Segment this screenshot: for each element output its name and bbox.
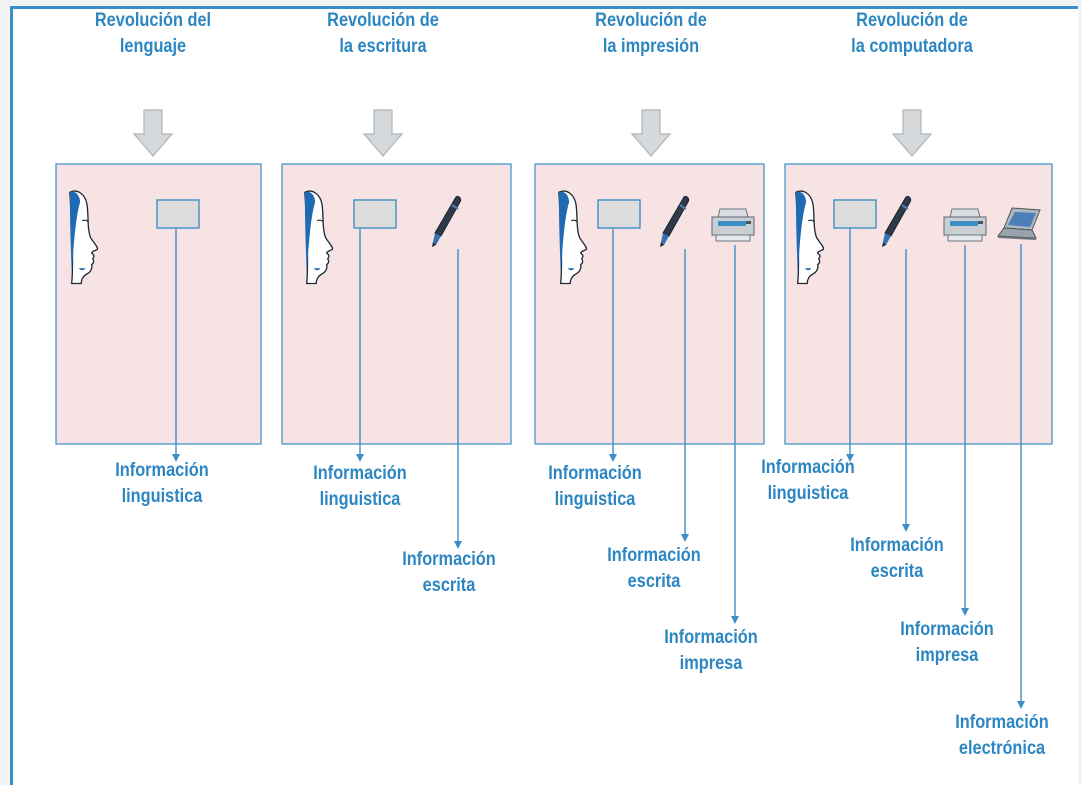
output-label-line: linguistica — [554, 489, 636, 510]
printer-icon — [943, 208, 987, 242]
revolution-title-line: Revolución de — [595, 10, 707, 31]
output-label-line: Información — [664, 627, 758, 648]
revolution-title: Revolución del lenguaje — [58, 8, 247, 60]
output-label-line: impresa — [679, 653, 743, 674]
output-label-line: linguistica — [319, 489, 401, 510]
down-arrow-icon — [132, 109, 174, 157]
rectangle-icon — [353, 199, 397, 229]
output-label-line: Información — [850, 535, 944, 556]
output-label-line: Información — [900, 619, 994, 640]
output-label-escrita: Información escrita — [372, 547, 527, 599]
rectangle-icon — [833, 199, 877, 229]
revolution-title-line: la escritura — [339, 36, 427, 57]
output-label-linguistica: Información linguistica — [283, 461, 438, 513]
revolution-title-line: la computadora — [851, 36, 973, 57]
revolution-title: Revolución de la computadora — [817, 8, 1006, 60]
output-label-line: Información — [761, 457, 855, 478]
down-arrow-icon — [630, 109, 672, 157]
output-label-electronica: Información electrónica — [925, 710, 1080, 762]
revolution-title-line: Revolución del — [94, 10, 212, 31]
revolution-title: Revolución de la escritura — [288, 8, 477, 60]
rectangle-icon — [597, 199, 641, 229]
output-label-line: Información — [955, 712, 1049, 733]
printer-icon — [711, 208, 755, 242]
output-label-line: Información — [548, 463, 642, 484]
output-label-line: escrita — [870, 561, 924, 582]
revolution-title-line: la impresión — [602, 36, 700, 57]
output-label-line: Información — [115, 460, 209, 481]
output-label-escrita: Información escrita — [820, 533, 975, 585]
output-label-impresa: Información impresa — [870, 617, 1025, 669]
revolution-title-line: Revolución de — [327, 10, 439, 31]
output-label-line: escrita — [627, 571, 681, 592]
output-label-line: electrónica — [958, 738, 1046, 759]
output-label-line: impresa — [915, 645, 979, 666]
output-label-linguistica: Información linguistica — [518, 461, 673, 513]
output-label-linguistica: Información linguistica — [731, 455, 886, 507]
output-label-line: linguistica — [767, 483, 849, 504]
output-label-line: escrita — [422, 575, 476, 596]
down-arrow-icon — [362, 109, 404, 157]
revolution-title: Revolución de la impresión — [556, 8, 745, 60]
output-label-line: Información — [402, 549, 496, 570]
revolution-title-line: lenguaje — [119, 36, 187, 57]
rectangle-icon — [156, 199, 200, 229]
output-label-linguistica: Información linguistica — [85, 458, 240, 510]
output-label-line: Información — [313, 463, 407, 484]
revolution-panel — [784, 163, 1053, 445]
output-label-escrita: Información escrita — [577, 543, 732, 595]
down-arrow-icon — [891, 109, 933, 157]
output-label-impresa: Información impresa — [634, 625, 789, 677]
output-label-line: Información — [607, 545, 701, 566]
output-label-line: linguistica — [121, 486, 203, 507]
revolution-title-line: Revolución de — [856, 10, 968, 31]
